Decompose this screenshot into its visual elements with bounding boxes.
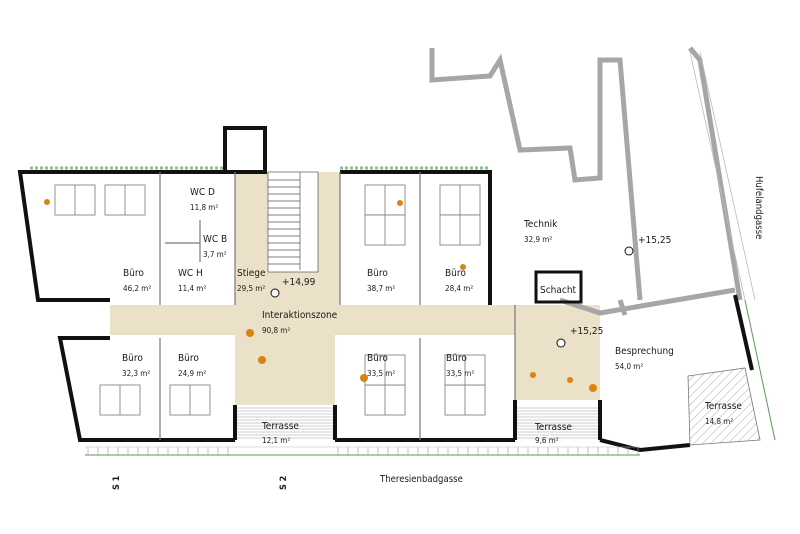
room-area-technik: 32,9 m² bbox=[524, 235, 553, 244]
room-area-wc-h: 11,4 m² bbox=[178, 284, 207, 293]
room-area-office-6: 33,5 m² bbox=[367, 369, 396, 378]
section-marker-s2: S 2 bbox=[279, 475, 289, 490]
room-area-office-7: 33,5 m² bbox=[446, 369, 475, 378]
room-name-stairs: Stiege bbox=[237, 268, 266, 279]
room-name-wc-d: WC D bbox=[190, 187, 215, 198]
circulation-areas bbox=[110, 172, 600, 405]
room-area-office-3: 28,4 m² bbox=[445, 284, 474, 293]
room-name-office-3: Büro bbox=[445, 268, 466, 279]
facade-grid-right bbox=[689, 51, 756, 301]
room-area-office-5: 24,9 m² bbox=[178, 369, 207, 378]
interior-walls bbox=[159, 172, 516, 440]
level-label-meeting: +15,25 bbox=[570, 326, 604, 337]
room-name-shaft: Schacht bbox=[540, 285, 577, 296]
existing-building-walls bbox=[429, 46, 743, 316]
exterior-walls bbox=[17, 170, 754, 453]
room-name-office-5: Büro bbox=[178, 353, 199, 364]
room-name-office-4: Büro bbox=[122, 353, 143, 364]
staircase bbox=[267, 171, 319, 273]
room-name-wc-h: WC H bbox=[178, 268, 203, 279]
room-area-wc-b: 3,7 m² bbox=[203, 250, 227, 259]
room-area-interaction-zone: 90,8 m² bbox=[262, 326, 291, 335]
room-area-terrace-3: 14,8 m² bbox=[705, 417, 734, 426]
terrace-decking bbox=[87, 407, 639, 455]
room-name-wc-b: WC B bbox=[203, 234, 228, 245]
level-markers bbox=[270, 246, 634, 348]
street-name-bottom: Theresienbadgasse bbox=[380, 474, 463, 485]
level-label-existing: +15,25 bbox=[638, 235, 672, 246]
room-name-terrace-3: Terrasse bbox=[705, 401, 742, 412]
room-area-office-4: 32,3 m² bbox=[122, 369, 151, 378]
room-area-meeting: 54,0 m² bbox=[615, 362, 644, 371]
plant-accents bbox=[44, 199, 597, 392]
room-name-office-6: Büro bbox=[367, 353, 388, 364]
room-area-stairs: 29,5 m² bbox=[237, 284, 266, 293]
section-marker-s1: S 1 bbox=[112, 475, 122, 490]
room-area-terrace-1: 12,1 m² bbox=[262, 436, 291, 445]
room-area-wc-d: 11,8 m² bbox=[190, 203, 219, 212]
room-name-terrace-1: Terrasse bbox=[262, 421, 299, 432]
room-name-technik: Technik bbox=[524, 219, 558, 230]
room-name-terrace-2: Terrasse bbox=[535, 422, 572, 433]
level-label-stairs: +14,99 bbox=[282, 277, 316, 288]
room-name-office-1: Büro bbox=[123, 268, 144, 279]
stair-core bbox=[223, 126, 267, 174]
terrace-hatch bbox=[687, 367, 761, 446]
room-name-office-7: Büro bbox=[446, 353, 467, 364]
furniture-desks bbox=[54, 184, 486, 416]
room-area-office-1: 46,2 m² bbox=[123, 284, 152, 293]
room-name-office-2: Büro bbox=[367, 268, 388, 279]
street-name-right: Hufelandgasse bbox=[753, 176, 764, 240]
room-name-interaction-zone: Interaktionszone bbox=[262, 310, 338, 321]
room-name-meeting: Besprechung bbox=[615, 346, 674, 357]
room-area-terrace-2: 9,6 m² bbox=[535, 436, 559, 445]
room-area-office-2: 38,7 m² bbox=[367, 284, 396, 293]
